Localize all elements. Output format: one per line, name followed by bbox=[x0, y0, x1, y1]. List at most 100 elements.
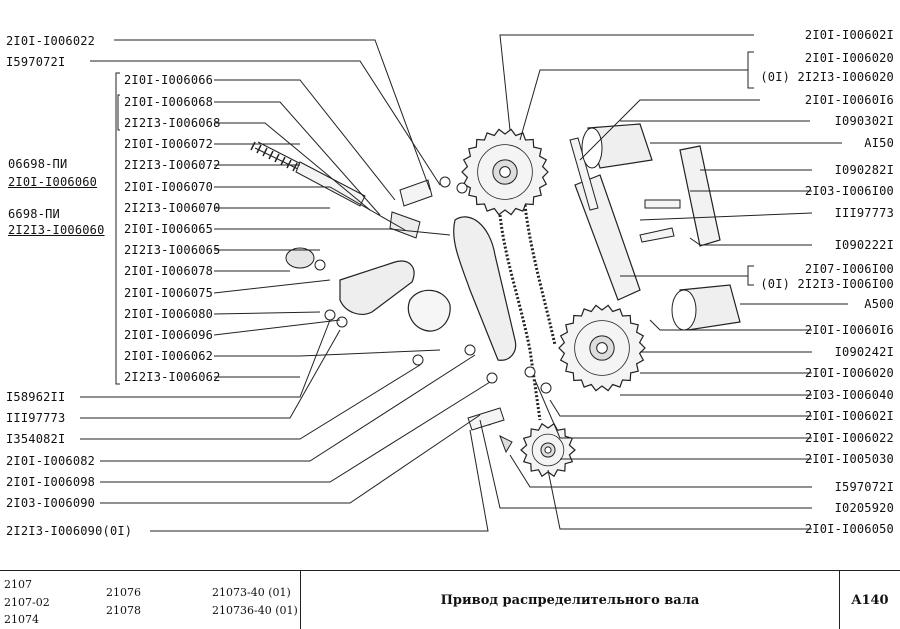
part-label: 2I0I-I00602I bbox=[804, 409, 894, 423]
part-label: 2I03-I006090 bbox=[6, 496, 96, 510]
part-label: 2I0I-I0060I6 bbox=[804, 93, 894, 107]
bolt bbox=[639, 227, 675, 243]
leader-line bbox=[80, 329, 341, 419]
leader-line bbox=[479, 419, 812, 509]
part-label: 2I03-I006I00 bbox=[804, 184, 894, 198]
part-label: 2I0I-I006020 bbox=[804, 366, 894, 380]
spring-coil bbox=[268, 150, 274, 160]
part-label: 2I2I3-I006065 bbox=[124, 243, 221, 257]
leader-line bbox=[214, 349, 441, 357]
leader-line bbox=[214, 79, 396, 201]
leader-line bbox=[214, 186, 406, 231]
part-label: 2I0I-I00602I bbox=[804, 28, 894, 42]
part-label: 2I0I-I006078 bbox=[124, 264, 214, 278]
part-label: 2I0I-I006080 bbox=[124, 307, 214, 321]
spring-coil bbox=[250, 141, 256, 151]
leader-line bbox=[747, 265, 754, 286]
part-label: 2I2I3-I006060 bbox=[8, 223, 105, 237]
tensioner-body bbox=[339, 260, 415, 315]
tensioner-rod bbox=[295, 161, 366, 207]
leader-line bbox=[114, 39, 431, 191]
washer bbox=[439, 176, 451, 188]
camshaft-sprocket-rim bbox=[477, 144, 533, 200]
leader-line bbox=[214, 122, 371, 211]
part-label: 2I2I3-I006090(0I) bbox=[6, 524, 133, 538]
spring-coil bbox=[286, 159, 292, 169]
camshaft-sprocket-bore bbox=[499, 166, 511, 178]
part-label: 2I0I-I0060I6 bbox=[804, 323, 894, 337]
part-label: 2I0I-I006082 bbox=[6, 454, 96, 468]
washer bbox=[456, 182, 468, 194]
part-label: III97773 bbox=[834, 206, 894, 220]
part-label: 2I0I-I006066 bbox=[124, 73, 214, 87]
part-label: I090222I bbox=[834, 238, 894, 252]
washer bbox=[336, 316, 348, 328]
leader-line bbox=[80, 364, 421, 440]
plunger bbox=[389, 211, 421, 239]
aux-shaft-sprocket-rim bbox=[574, 320, 630, 376]
bracket-line bbox=[117, 94, 120, 131]
leader-line bbox=[649, 319, 812, 331]
part-label: I090282I bbox=[834, 163, 894, 177]
part-label: 2I0I-I006065 bbox=[124, 222, 214, 236]
washer bbox=[540, 382, 552, 394]
part-label: A500 bbox=[864, 297, 894, 311]
segment-key bbox=[499, 434, 513, 454]
leader-line bbox=[150, 429, 489, 532]
leader-line bbox=[747, 51, 754, 89]
washer bbox=[464, 344, 476, 356]
tensioner-spring bbox=[254, 141, 306, 171]
bolt bbox=[644, 199, 681, 209]
crankshaft-sprocket-rim bbox=[531, 433, 565, 467]
leader-line bbox=[579, 99, 760, 161]
camshaft-drive-diagram: 2I0I-I006022 I597072I 06698-ПИ 2I0I-I006… bbox=[6, 28, 894, 538]
chain-damper bbox=[574, 174, 641, 301]
leader-line bbox=[519, 69, 748, 141]
part-label: 2I0I-I006098 bbox=[6, 475, 96, 489]
title-block: 2107 2107-02 21074 21076 21078 21073-40 … bbox=[0, 570, 900, 629]
leader-line bbox=[90, 60, 441, 186]
part-label: 2I0I-I006075 bbox=[124, 286, 214, 300]
leader-line bbox=[689, 237, 812, 246]
part-label: I597072I bbox=[6, 55, 66, 69]
model-code: 21073-40 (01) bbox=[212, 586, 291, 599]
part-label: 06698-ПИ bbox=[8, 157, 68, 171]
spring-coil bbox=[292, 162, 298, 172]
leader-line bbox=[214, 228, 451, 236]
part-label: I354082I bbox=[6, 432, 66, 446]
leader-line bbox=[80, 319, 331, 398]
part-label: 2I0I-I006070 bbox=[124, 180, 214, 194]
leader-line bbox=[639, 212, 813, 221]
part-label: I597072I bbox=[834, 480, 894, 494]
leader-line bbox=[509, 454, 812, 488]
part-label: 2I2I3-I006072 bbox=[124, 158, 221, 172]
model-code: 210736-40 (01) bbox=[212, 604, 298, 617]
part-label: 2I0I-I006022 bbox=[804, 431, 894, 445]
part-label: 2I2I3-I006070 bbox=[124, 201, 221, 215]
model-code: 2107-02 bbox=[4, 596, 50, 609]
bolt bbox=[569, 137, 599, 211]
page-code: A140 bbox=[851, 592, 889, 608]
model-code: 21076 bbox=[106, 586, 141, 599]
part-label: 2I0I-I006096 bbox=[124, 328, 214, 342]
model-code: 21078 bbox=[106, 604, 141, 617]
spring-coil bbox=[274, 153, 280, 163]
tensioner-nut bbox=[285, 247, 315, 269]
aux-shaft-sprocket-bore bbox=[596, 342, 608, 354]
part-label: AI50 bbox=[864, 136, 894, 150]
washer bbox=[314, 259, 326, 271]
part-label: 2I07-I006I00 bbox=[804, 262, 894, 276]
part-label: 2I0I-I006068 bbox=[124, 95, 214, 109]
leader-line bbox=[499, 34, 754, 131]
part-label: (0I) 2I2I3-I006020 bbox=[760, 70, 894, 84]
bracket-line bbox=[115, 72, 120, 385]
oil-pump-drive-key bbox=[467, 407, 505, 431]
part-label: (0I) 2I2I3-I006I00 bbox=[760, 277, 894, 291]
spring-coil bbox=[262, 147, 268, 157]
part-label: I0205920 bbox=[834, 501, 894, 515]
washer bbox=[524, 366, 536, 378]
part-label: 2I0I-I006062 bbox=[124, 349, 214, 363]
leader-line bbox=[100, 354, 476, 462]
leader-line bbox=[549, 399, 812, 417]
part-label: 2I2I3-I006062 bbox=[124, 370, 221, 384]
